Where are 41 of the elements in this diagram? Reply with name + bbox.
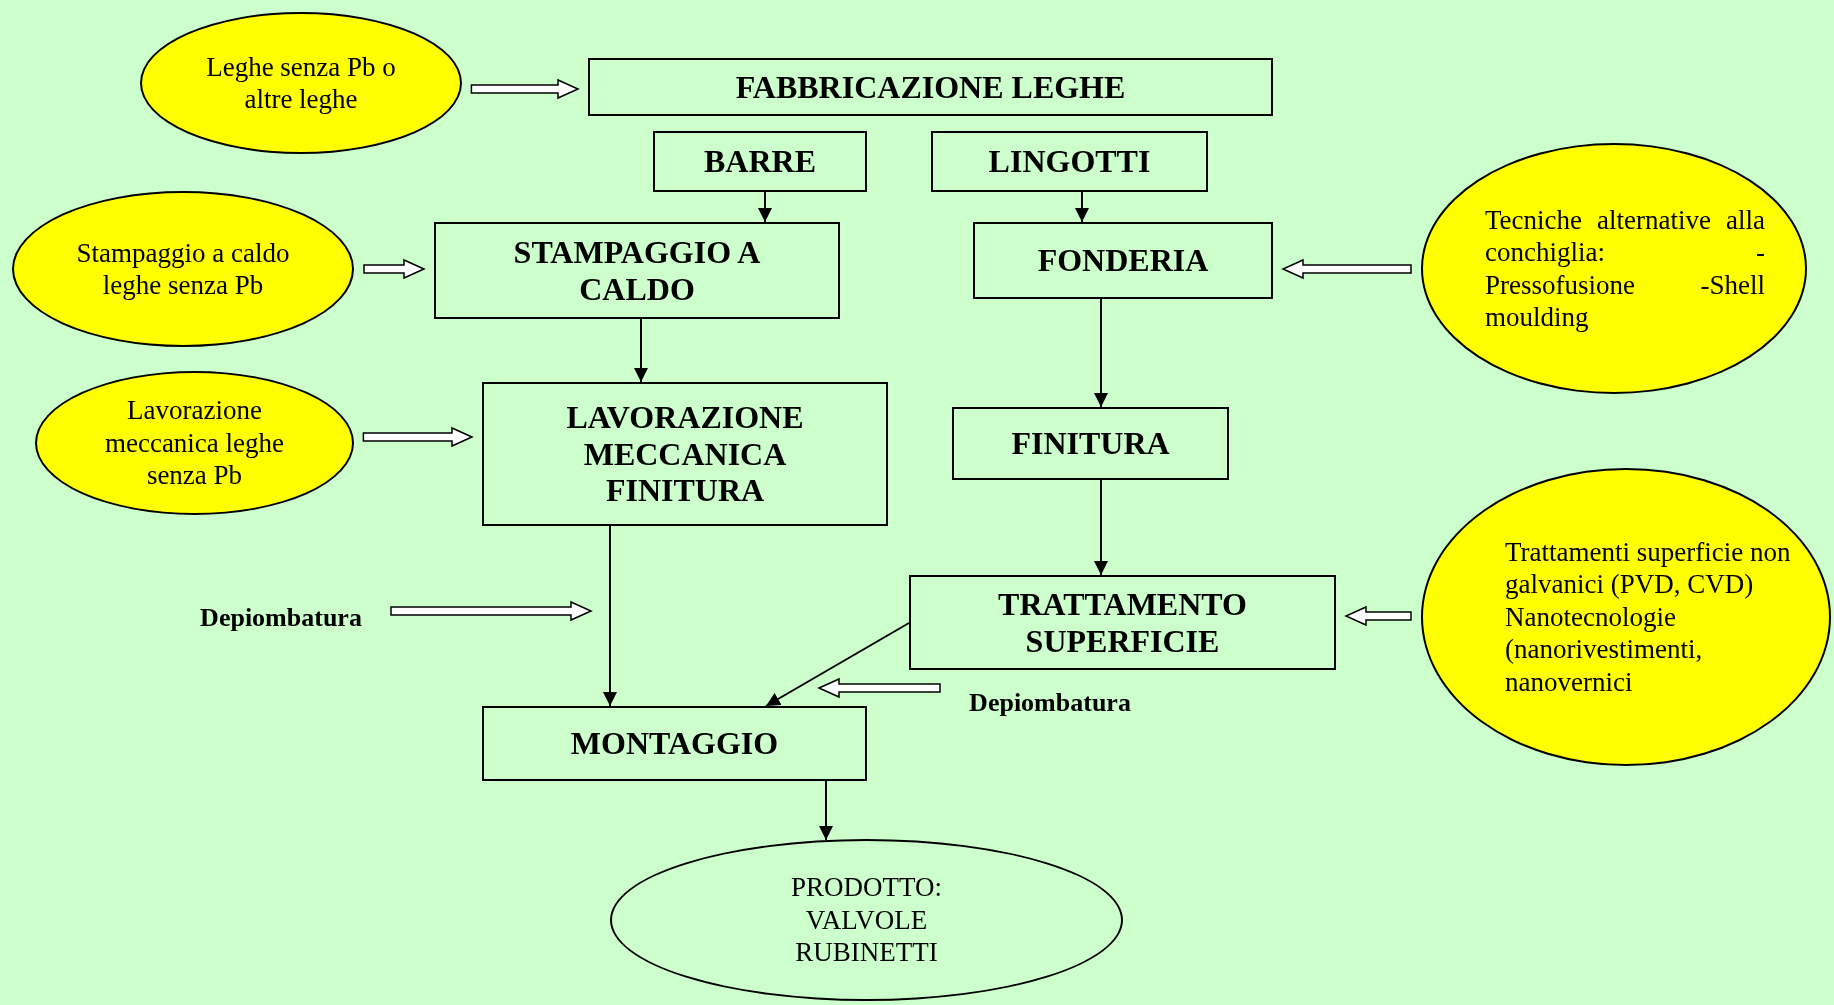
node-label: STAMPAGGIO A CALDO — [512, 233, 762, 308]
node-label: FINITURA — [1010, 425, 1171, 462]
process-box — [482, 706, 867, 781]
hollow-arrow — [363, 258, 426, 280]
node-label: PRODOTTO: VALVOLE RUBINETTI — [790, 871, 943, 969]
hollow-arrow — [390, 600, 593, 622]
node-label: Stampaggio a caldo leghe senza Pb — [75, 236, 291, 302]
note-text: Depiombatura — [968, 688, 1132, 718]
arrow — [603, 525, 617, 707]
hollow-arrow — [362, 426, 474, 448]
arrow — [1075, 191, 1089, 223]
arrow — [634, 318, 648, 383]
arrow — [1094, 479, 1108, 576]
node-label: BARRE — [703, 143, 817, 180]
process-box — [482, 382, 888, 526]
process-box — [909, 575, 1336, 670]
hollow-arrow — [1281, 258, 1412, 280]
process-box — [952, 407, 1229, 480]
process-box — [931, 131, 1208, 192]
note-text: Depiombatura — [199, 603, 363, 633]
process-box — [588, 58, 1273, 116]
hollow-arrow — [817, 677, 941, 699]
process-box — [653, 131, 867, 192]
arrow — [1094, 298, 1108, 408]
node-label: FABBRICAZIONE LEGHE — [734, 68, 1127, 106]
node-label: LINGOTTI — [987, 143, 1152, 180]
arrow — [758, 191, 772, 223]
product-ellipse — [610, 839, 1123, 1001]
node-label: FONDERIA — [1036, 242, 1210, 279]
node-label: Tecniche alternative alla conchiglia: -Pressofusione -Shell moulding — [1485, 203, 1765, 334]
node-label: Lavorazione meccanica leghe senza Pb — [103, 394, 286, 492]
node-label: Trattamenti superficie non galvanici (PVD, CVD) Nanotecnologie (nanorivestimenti, nanovernici — [1505, 536, 1792, 698]
process-box — [973, 222, 1273, 299]
hollow-arrow — [470, 78, 580, 100]
process-box — [434, 222, 840, 319]
node-label: TRATTAMENTO SUPERFICIE — [997, 585, 1248, 660]
node-label: LAVORAZIONE MECCANICA FINITURA — [565, 398, 805, 510]
node-label: Leghe senza Pb o altre leghe — [205, 50, 397, 116]
node-label: MONTAGGIO — [569, 725, 780, 762]
arrow — [765, 622, 910, 707]
hollow-arrow — [1344, 605, 1412, 627]
